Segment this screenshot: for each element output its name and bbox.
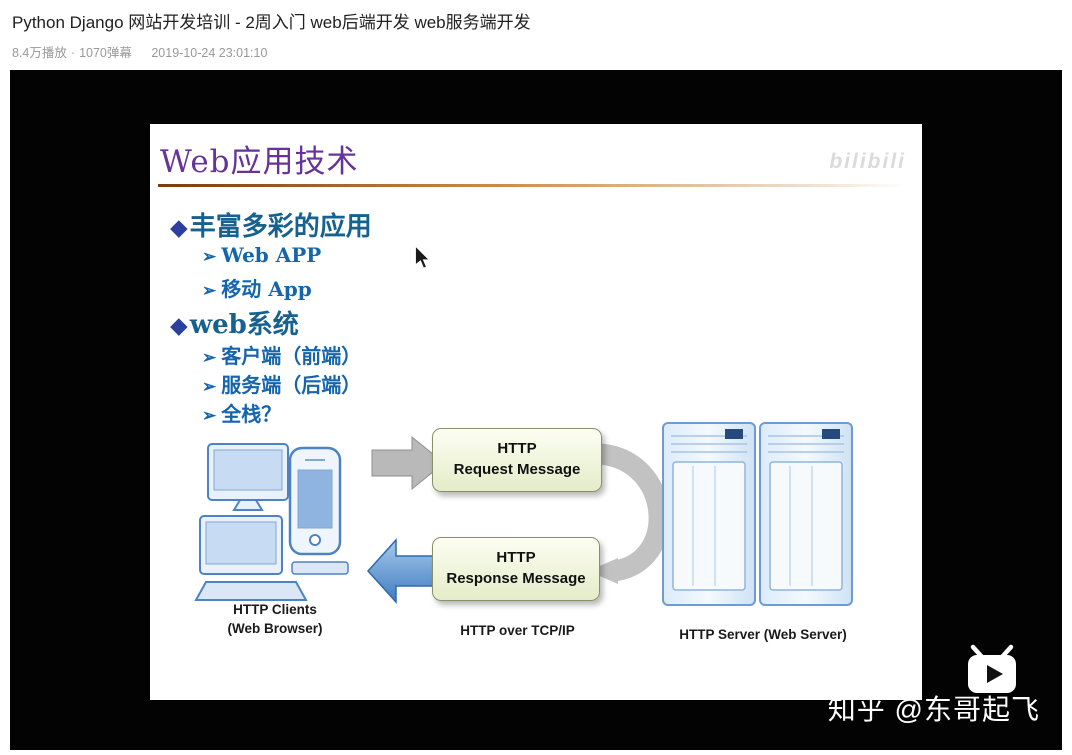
arrow-bullet-icon: ➢: [202, 247, 217, 267]
arrow-bullet-icon: ➢: [202, 377, 217, 397]
bilibili-watermark: bilibili: [829, 150, 906, 173]
client-devices-icon: [194, 443, 349, 601]
video-player[interactable]: Web应用技术 bilibili ◆丰富多彩的应用 ➢Web APP ➢移动 A…: [10, 70, 1062, 750]
http-request-box: HTTP Request Message: [432, 428, 602, 492]
http-response-box: HTTP Response Message: [432, 537, 600, 601]
title-divider: [158, 184, 906, 187]
meta-separator: ·: [70, 46, 76, 60]
http-flow-diagram: [194, 422, 853, 606]
protocol-label: HTTP over TCP/IP: [460, 623, 575, 638]
response-arrow-icon: [366, 538, 435, 604]
publish-date: 2019-10-24 23:01:10: [151, 46, 268, 60]
play-count: 8.4万播放: [12, 46, 67, 60]
clients-label: HTTP Clients (Web Browser): [205, 600, 345, 638]
server-label: HTTP Server (Web Server): [679, 627, 847, 642]
curve-arrowhead-icon: [588, 558, 618, 584]
bullet-text: 移动 App: [221, 277, 312, 301]
bullet-fullstack: ➢全栈？: [202, 398, 281, 427]
bullet-text: 丰富多彩的应用: [189, 212, 372, 242]
server-towers-icon: [662, 422, 853, 606]
bullet-text: 全栈？: [221, 402, 282, 426]
video-meta: 8.4万播放·1070弹幕 2019-10-24 23:01:10: [12, 42, 1058, 61]
video-header: Python Django 网站开发培训 - 2周入门 web后端开发 web服…: [0, 0, 1072, 70]
arrow-bullet-icon: ➢: [202, 348, 217, 368]
bullet-text: 客户端（前端）: [221, 344, 362, 368]
arrow-bullet-icon: ➢: [202, 406, 217, 426]
mouse-cursor-icon: [414, 246, 431, 269]
bullet-server-side: ➢服务端（后端）: [202, 369, 361, 398]
clients-label-line2: (Web Browser): [227, 621, 323, 636]
bullet-text: Web APP: [221, 243, 322, 267]
bilibili-tv-icon: [968, 644, 1016, 693]
request-arrow-icon: [371, 435, 445, 491]
clients-label-line1: HTTP Clients: [233, 602, 317, 617]
request-line1: HTTP: [497, 440, 537, 457]
slide-title: Web应用技术: [160, 144, 359, 180]
bullet-mobile-app: ➢移动 App: [202, 273, 312, 302]
bullet-client-side: ➢客户端（前端）: [202, 340, 361, 369]
bullet-text: web系统: [189, 310, 299, 340]
diamond-icon: ◆: [170, 214, 188, 241]
bullet-rich-apps: ◆丰富多彩的应用: [170, 206, 372, 243]
bullet-web-app: ➢Web APP: [202, 243, 321, 267]
diamond-icon: ◆: [170, 312, 188, 339]
danmaku-count: 1070弹幕: [79, 46, 132, 60]
arrow-bullet-icon: ➢: [202, 281, 217, 301]
zhihu-author-watermark: 知乎 @东哥起飞: [827, 694, 1040, 725]
bullet-web-system: ◆web系统: [170, 304, 299, 341]
slide-frame: Web应用技术 bilibili ◆丰富多彩的应用 ➢Web APP ➢移动 A…: [150, 124, 922, 700]
bullet-text: 服务端（后端）: [221, 373, 362, 397]
curved-flow-band: [598, 443, 670, 582]
video-title: Python Django 网站开发培训 - 2周入门 web后端开发 web服…: [12, 13, 531, 32]
request-line2: Request Message: [453, 461, 581, 478]
response-line1: HTTP: [496, 549, 536, 566]
response-line2: Response Message: [446, 570, 586, 587]
